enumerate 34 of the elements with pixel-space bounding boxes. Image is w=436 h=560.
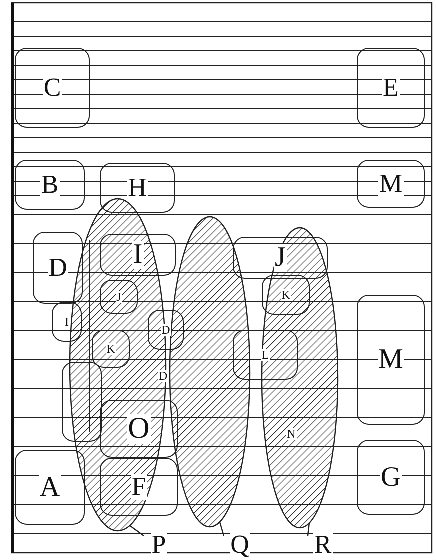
rounded-box [100,458,178,516]
part-letter: O [127,414,151,444]
rounded-box [100,163,175,213]
reference-letter: N [286,428,297,440]
rounded-box [357,295,425,425]
reference-letter: D [158,370,169,382]
rounded-box [52,302,82,342]
rounded-box [357,440,425,515]
hatched-ellipse [169,216,251,528]
rounded-box [62,362,102,442]
rounded-box [15,48,90,128]
part-letter: J [274,244,287,272]
part-letter: K [106,343,116,355]
part-letter: L [260,349,270,361]
leader-line [130,525,144,536]
reference-letter: Q [230,532,250,558]
part-letter: I [132,241,144,269]
rounded-box [233,330,298,380]
rounded-box [100,400,178,458]
rounded-box [100,234,176,276]
part-letter: F [130,474,148,500]
rounded-box [357,160,425,208]
leader-line [307,523,310,536]
part-letter: K [280,289,292,301]
hatched-ellipse [261,227,339,529]
part-letter: D [160,324,172,336]
rounded-box [148,310,184,350]
rounded-box [15,160,85,210]
rounded-box [357,48,425,128]
rounded-box [233,237,328,279]
rounded-box [33,232,83,304]
part-letter: I [64,316,70,328]
leader-line [219,522,225,536]
rounded-box [15,450,85,525]
